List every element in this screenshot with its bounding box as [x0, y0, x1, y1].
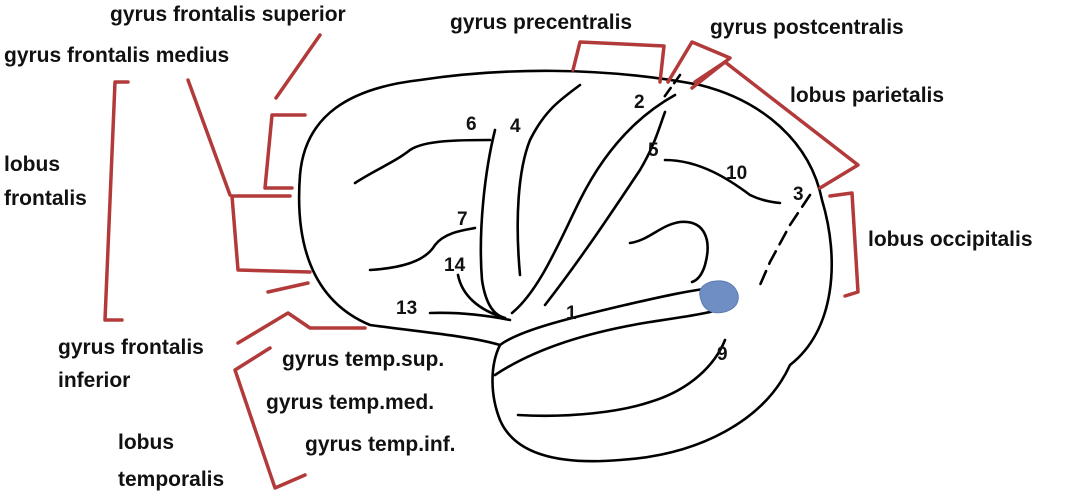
marker-10: 10 — [726, 163, 748, 184]
label-lobus-occipitalis: lobus occipitalis — [868, 228, 1033, 251]
sulcus-postcentralis — [510, 93, 677, 315]
label-gyrus-postcentralis: gyrus postcentralis — [710, 16, 904, 39]
pointer-gyrus-frontalis-superior — [274, 33, 322, 100]
label-lobus-frontalis-line2: frontalis — [4, 187, 87, 210]
marker-13: 13 — [396, 298, 418, 319]
bracket-lobus-parietalis — [693, 60, 860, 190]
highlighted-area — [699, 280, 739, 314]
ramus-13 — [428, 311, 512, 322]
label-gyrus-temp-sup: gyrus temp.sup. — [282, 348, 445, 371]
sulcus-temporalis-inferior — [516, 338, 727, 418]
label-gyrus-frontalis-inferior-line1: gyrus frontalis — [58, 336, 204, 359]
bracket-gyrus-frontalis-medius — [230, 194, 312, 274]
label-gyrus-precentralis: gyrus precentralis — [450, 11, 633, 34]
ramus-14 — [456, 273, 507, 320]
marker-9: 9 — [717, 344, 728, 365]
sulcus-dashed-top — [660, 73, 682, 102]
bracket-gyrus-frontalis-superior — [263, 113, 307, 190]
marker-5: 5 — [648, 140, 659, 161]
label-gyrus-frontalis-medius: gyrus frontalis medius — [4, 44, 230, 67]
sulcus-centralis — [516, 83, 582, 277]
label-lobus-temporalis-line2: temporalis — [118, 468, 225, 491]
marker-14: 14 — [444, 255, 466, 276]
sulcus-precentralis — [479, 128, 507, 320]
pointer-gyrus-frontalis-inferior — [266, 281, 310, 294]
sulcus-10 — [663, 158, 782, 205]
bracket-lobus-occipitalis — [828, 191, 860, 298]
sulcus-temporalis-superior — [493, 303, 730, 377]
marker-1: 1 — [566, 303, 577, 324]
sulcus-parieto-occipitalis — [758, 193, 812, 287]
marker-2: 2 — [634, 92, 645, 113]
label-gyrus-frontalis-superior: gyrus frontalis superior — [110, 3, 346, 26]
sylvian-fissure-lower — [498, 285, 722, 347]
marker-7: 7 — [457, 209, 468, 230]
insula-hook — [628, 220, 709, 284]
marker-4: 4 — [510, 116, 521, 137]
label-lobus-frontalis-line1: lobus — [4, 153, 60, 176]
sulcus-intraparietalis — [543, 110, 667, 307]
pointer-gyrus-frontalis-medius — [186, 78, 232, 197]
bracket-gyrus-frontalis-inferior — [236, 311, 367, 345]
marker-3: 3 — [793, 184, 804, 205]
brain-outline — [297, 69, 834, 463]
label-gyrus-temp-med: gyrus temp.med. — [266, 391, 435, 414]
bracket-lobus-frontalis — [103, 80, 130, 322]
bracket-gyrus-precentralis — [571, 40, 666, 84]
bracket-lobus-temporalis — [233, 346, 307, 490]
sulcus-frontalis-superior — [353, 138, 492, 185]
label-gyrus-frontalis-inferior-line2: inferior — [58, 369, 131, 392]
label-lobus-parietalis: lobus parietalis — [790, 84, 945, 107]
sulcus-frontalis-inferior — [368, 226, 477, 272]
marker-6: 6 — [466, 114, 477, 135]
label-gyrus-temp-inf: gyrus temp.inf. — [305, 433, 456, 456]
label-lobus-temporalis-line1: lobus — [118, 431, 174, 454]
